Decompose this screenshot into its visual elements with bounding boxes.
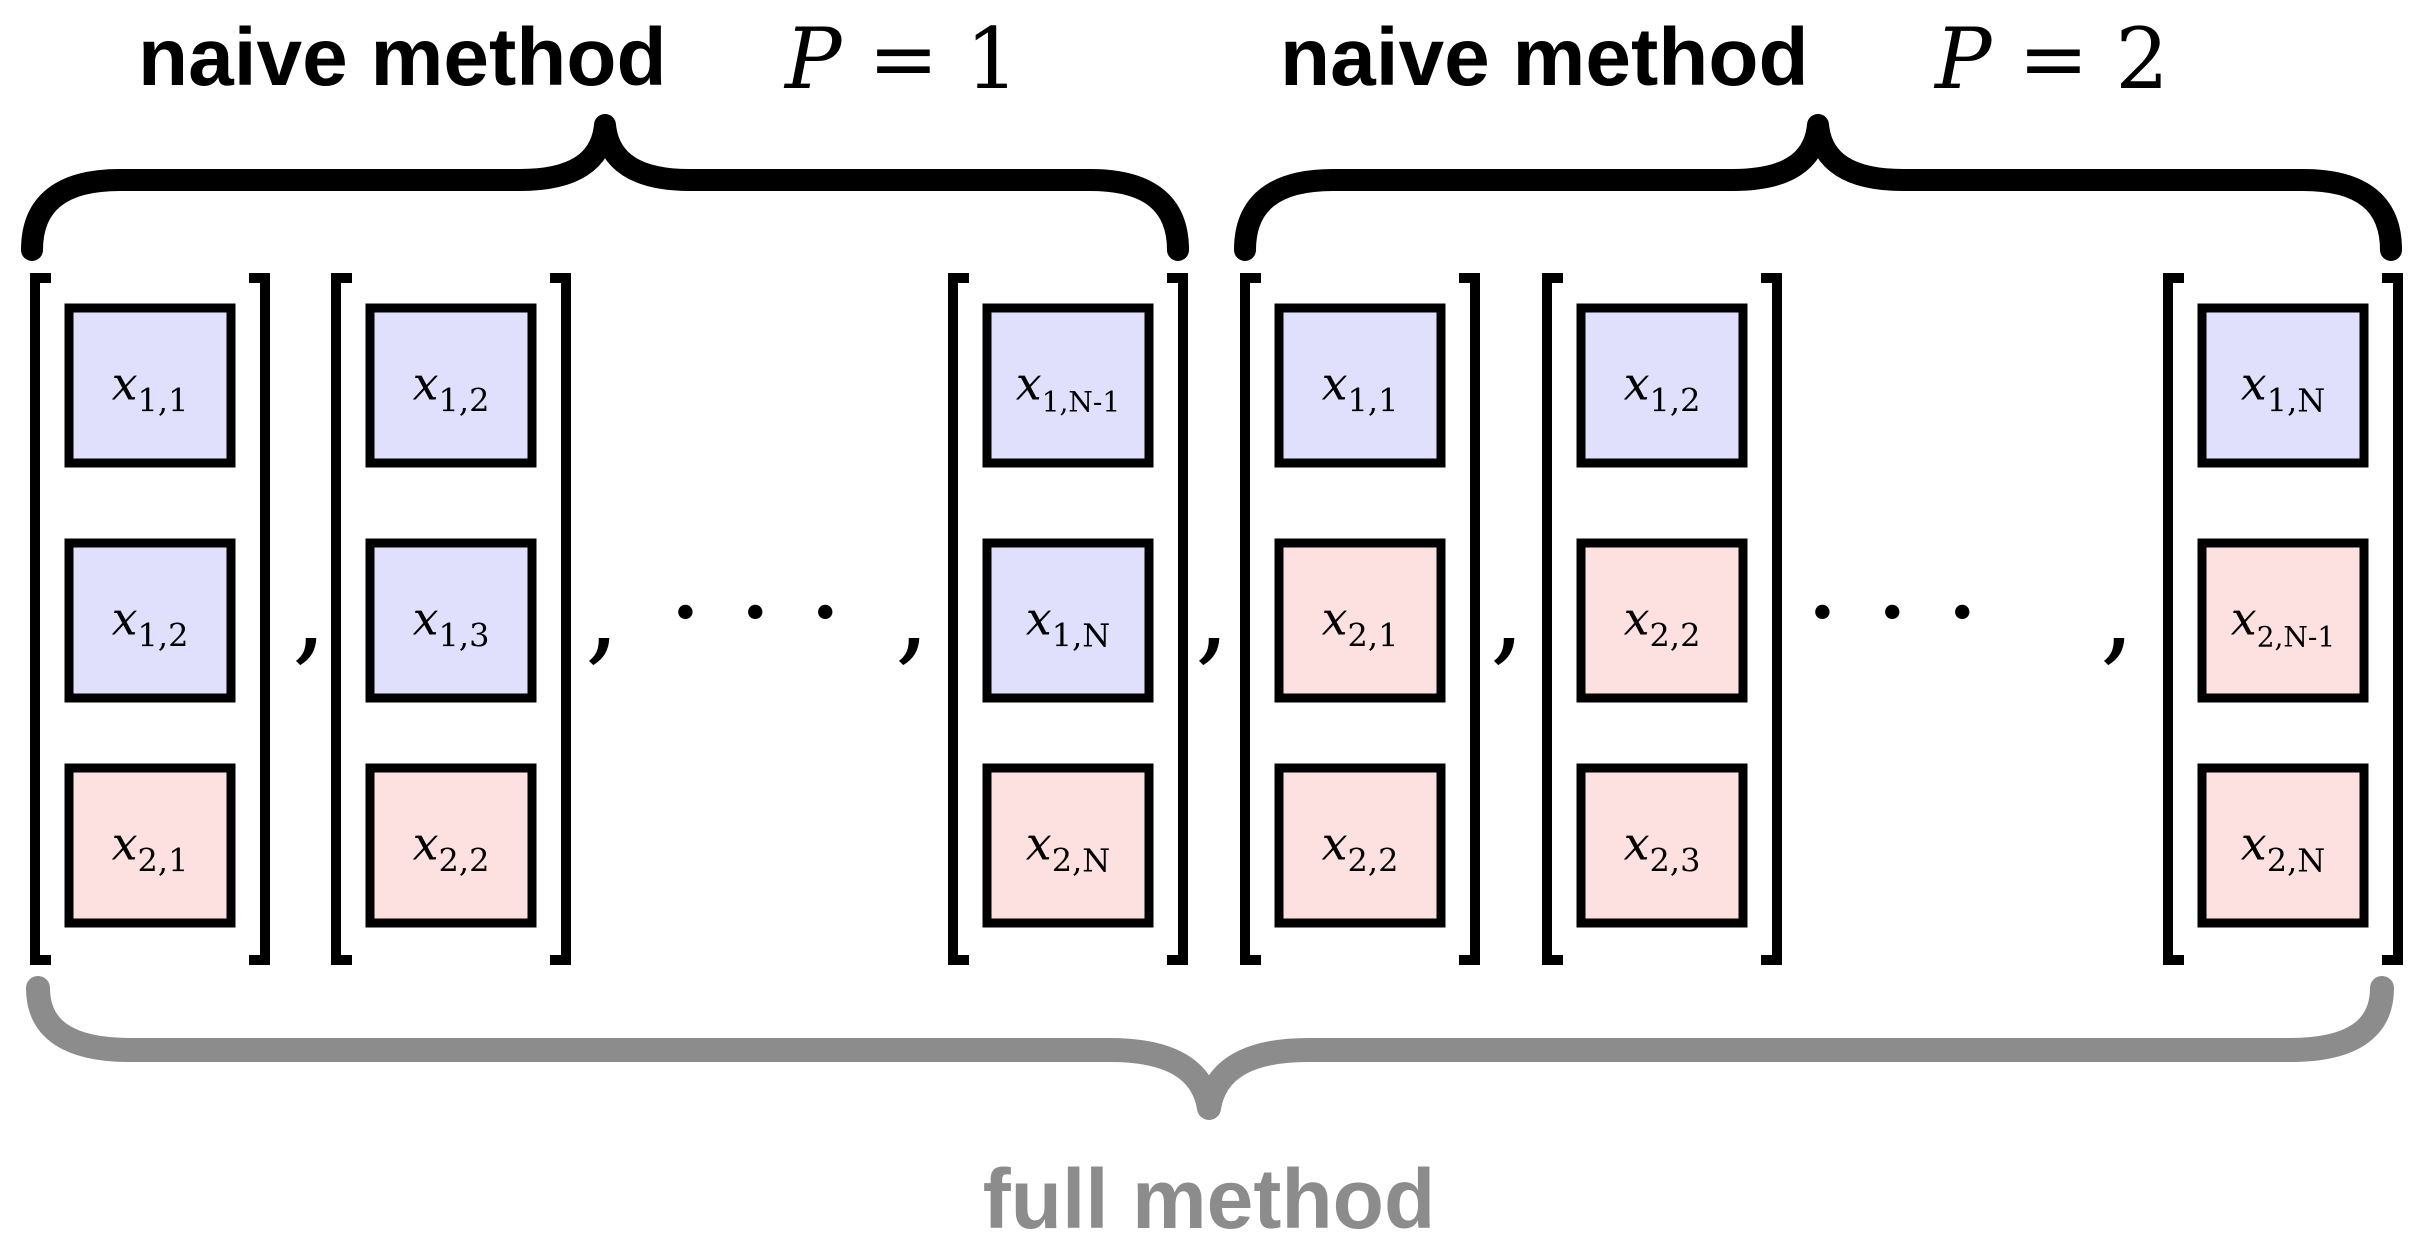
right-bracket: [1459, 273, 1480, 965]
left-bracket: [948, 273, 969, 965]
variable-box: [2197, 538, 2369, 703]
right-bracket: [1761, 273, 1782, 965]
variable-label: x2,1: [112, 817, 189, 880]
variable-label: x1,2: [1624, 357, 1701, 420]
full-method-brace: [26, 976, 2394, 1120]
vector-column: x1,N-1 x1,N x2,N: [948, 273, 1188, 965]
variable-label: x2,3: [1624, 817, 1701, 880]
variable-label: x1,1: [112, 357, 189, 420]
variable-box: [1576, 303, 1748, 468]
naive-method-brace-1: [21, 114, 1189, 261]
variable-label: x2,2: [1322, 817, 1399, 880]
variable-label: x2,2: [413, 817, 490, 880]
variable-box: [365, 303, 537, 468]
vector-columns: x1,1x1,2x2,1x1,2x1,3x2,2x1,N-1x1,Nx2,Nx1…: [30, 273, 2403, 965]
variable-label: x1,3: [413, 592, 490, 655]
variable-box: [64, 538, 236, 703]
variable-label: x2,N: [1026, 817, 1110, 880]
variable-box: [1274, 303, 1446, 468]
left-bracket: [1542, 273, 1563, 965]
variable-box: [64, 763, 236, 928]
variable-label: x1,2: [413, 357, 490, 420]
variable-label: x2,2: [1624, 592, 1701, 655]
comma-separator: ,: [1490, 548, 1525, 676]
variable-box: [2197, 763, 2369, 928]
variable-label: x1,2: [112, 592, 189, 655]
naive-method-equation-1: P = 1: [783, 10, 1019, 108]
ellipsis: · · ·: [1805, 548, 1980, 676]
variable-label: x2,1: [1322, 592, 1399, 655]
variable-box: [982, 303, 1154, 468]
left-bracket: [1240, 273, 1261, 965]
variable-box: [64, 303, 236, 468]
variable-box: [365, 538, 537, 703]
vector-column: x1,2 x1,3 x2,2: [331, 273, 571, 965]
comma-separator: ,: [895, 548, 930, 676]
right-bracket: [1167, 273, 1188, 965]
comma-separator: ,: [585, 548, 620, 676]
variable-box: [2197, 303, 2369, 468]
right-bracket: [550, 273, 571, 965]
left-bracket: [331, 273, 352, 965]
naive-method-equation-2: P = 2: [1933, 10, 2169, 108]
comma-separator: ,: [1195, 548, 1230, 676]
left-bracket: [30, 273, 51, 965]
variable-label: x1,1: [1322, 357, 1399, 420]
left-bracket: [2163, 273, 2184, 965]
comma-separator: ,: [2100, 548, 2135, 676]
naive-method-brace-2: [1234, 114, 2402, 261]
variable-label: x2,N: [2241, 817, 2325, 880]
vector-column: x1,1 x1,2 x2,1: [30, 273, 270, 965]
variable-label: x1,N: [2241, 357, 2325, 420]
right-bracket: [249, 273, 270, 965]
vector-column: x1,1 x2,1 x2,2: [1240, 273, 1480, 965]
variable-box: [365, 763, 537, 928]
naive-method-label-2: naive method: [1280, 12, 1809, 103]
ellipsis: · · ·: [668, 548, 843, 676]
variable-box: [982, 538, 1154, 703]
variable-box: [1576, 763, 1748, 928]
variable-label: x1,N: [1026, 592, 1110, 655]
full-method-label: full method: [983, 1152, 1436, 1246]
variable-box: [982, 763, 1154, 928]
variable-label: x1,N-1: [1016, 357, 1120, 419]
vector-column: x1,N x2,N-1 x2,N: [2163, 273, 2403, 965]
variable-box: [1576, 538, 1748, 703]
comma-separator: ,: [292, 548, 327, 676]
right-bracket: [2382, 273, 2403, 965]
variable-box: [1274, 763, 1446, 928]
variable-box: [1274, 538, 1446, 703]
variable-label: x2,N-1: [2231, 592, 2335, 654]
naive-method-label-1: naive method: [138, 12, 667, 103]
vector-column: x1,2 x2,2 x2,3: [1542, 273, 1782, 965]
